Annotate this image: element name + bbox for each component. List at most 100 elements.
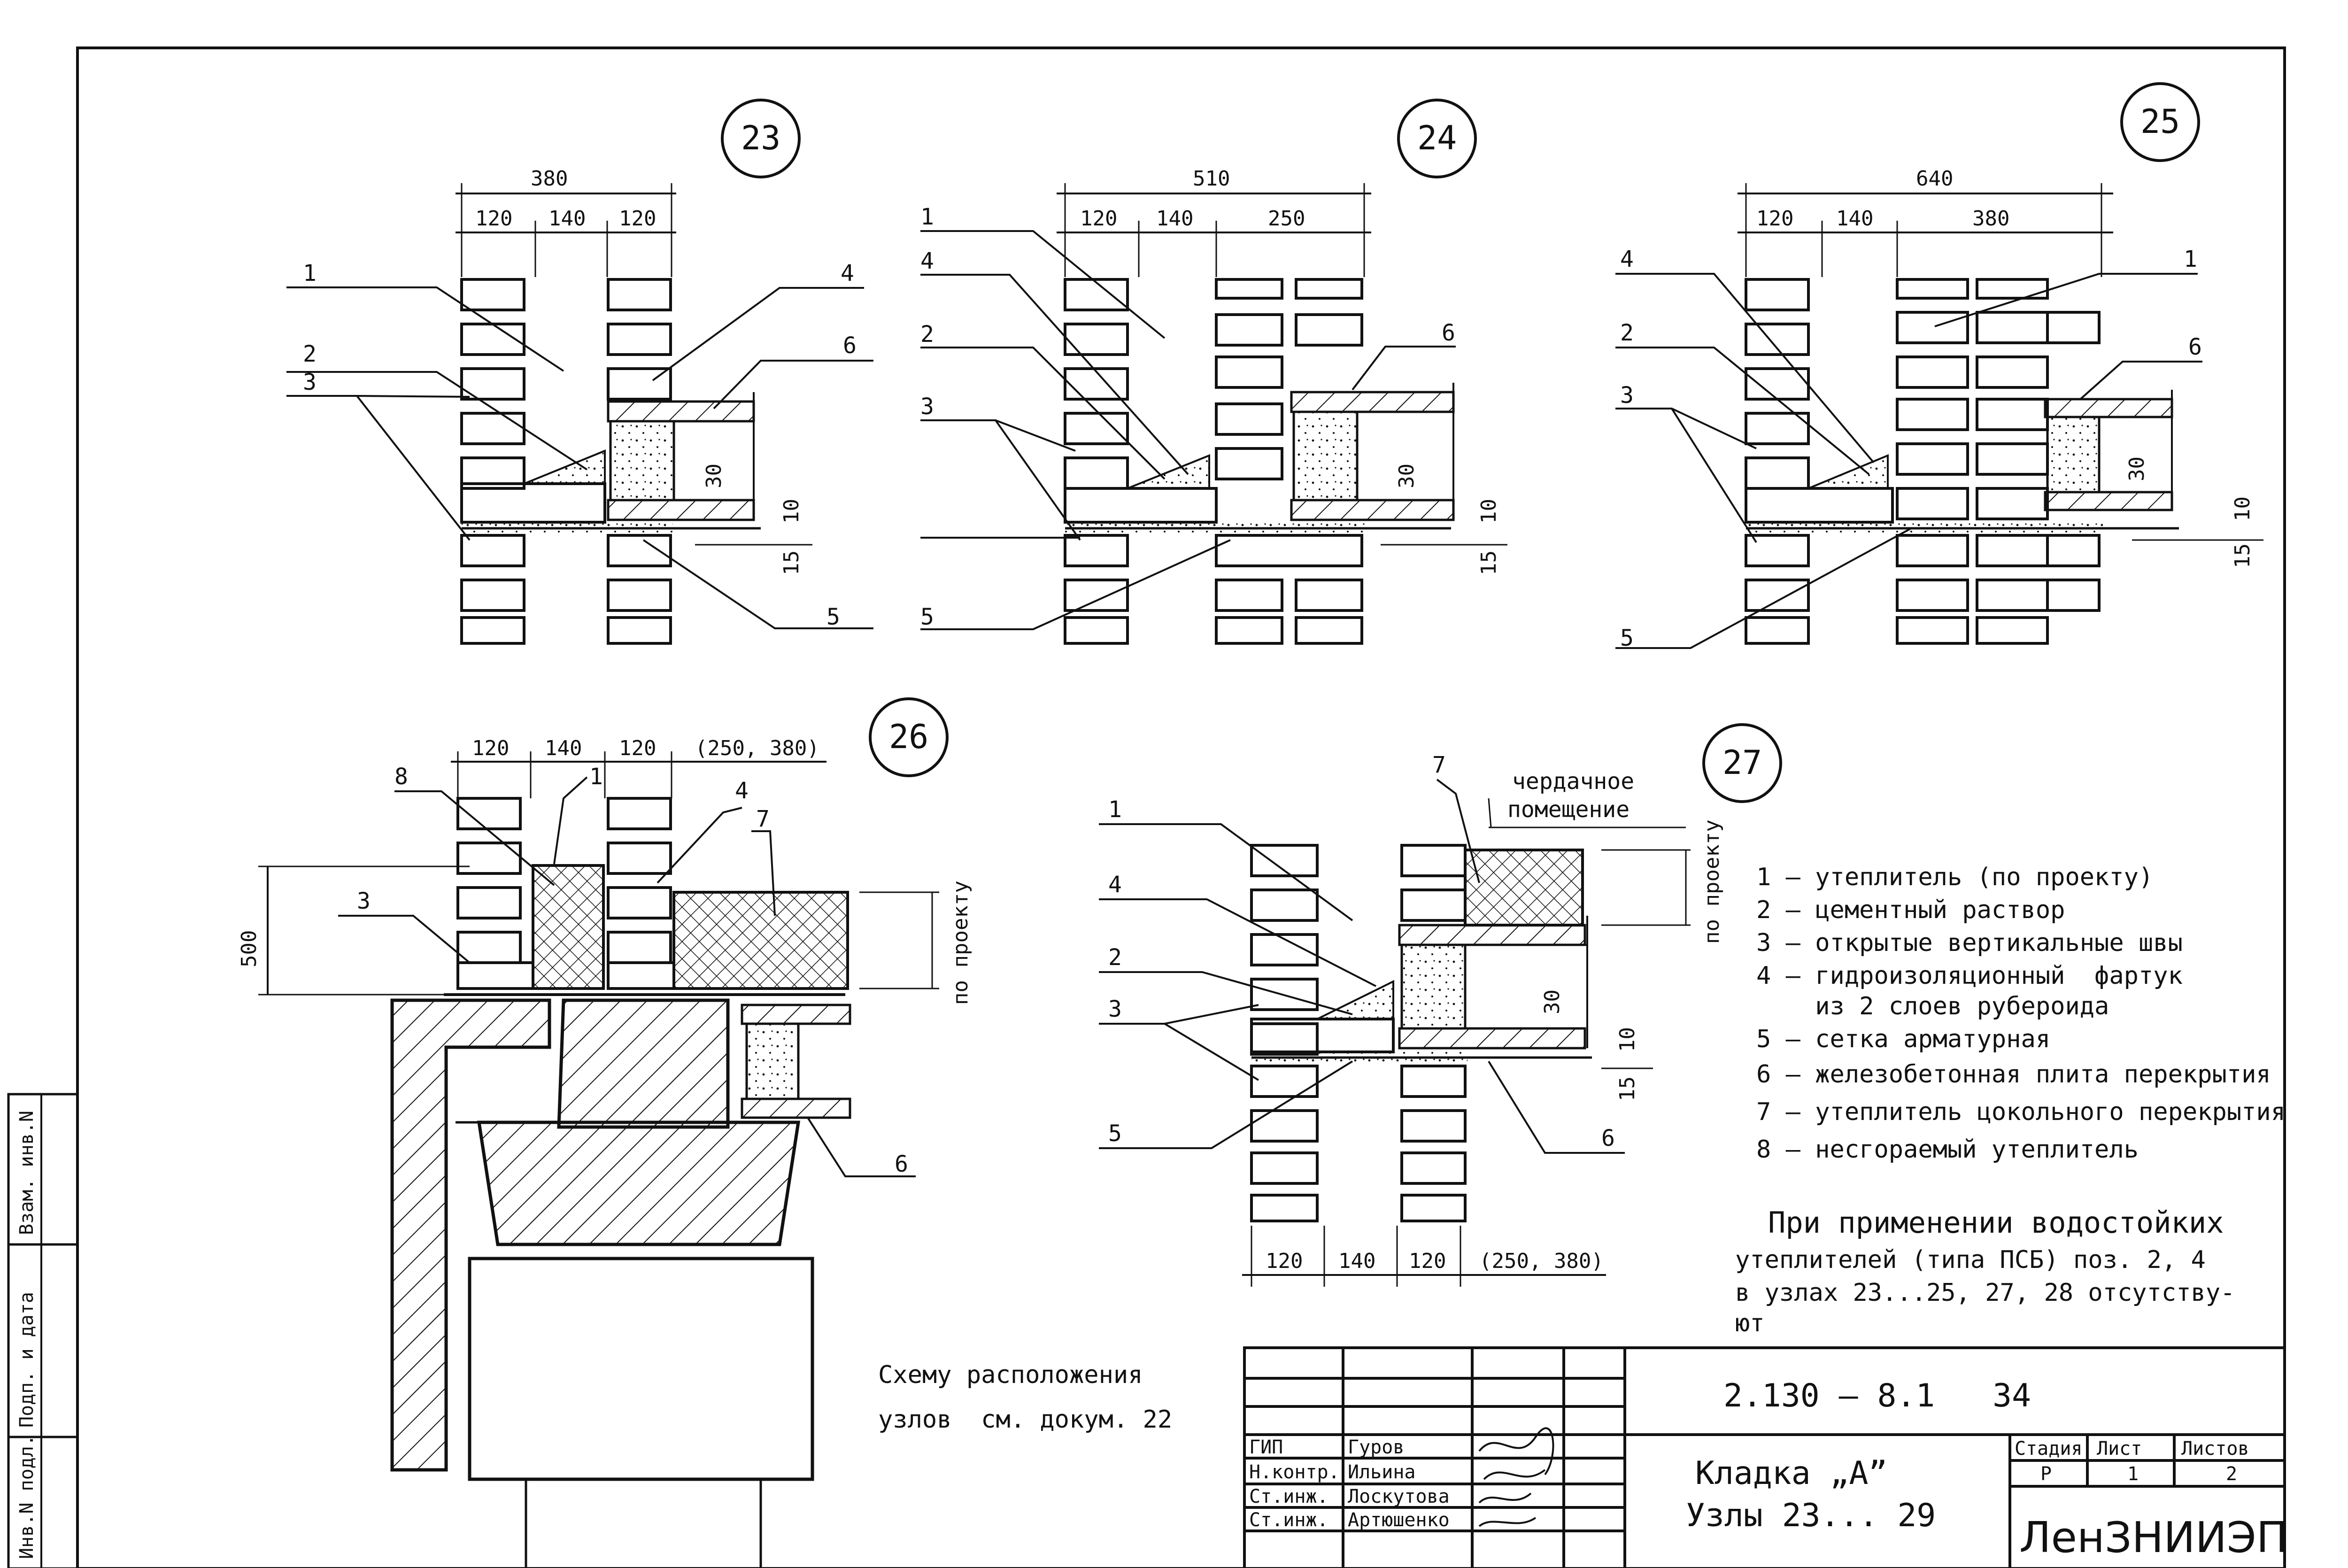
legend-item-6: 6 – железобетонная плита перекрытия bbox=[1756, 1060, 2271, 1089]
legend-item-5: 5 – сетка арматурная bbox=[1756, 1025, 2050, 1053]
node-24-dim-c: 250 bbox=[1268, 207, 1305, 231]
note: При применении водостойких утеплителей (… bbox=[1735, 1205, 2235, 1337]
title-line-2: Узлы 23... 29 bbox=[1686, 1497, 1936, 1534]
name-gurov: Гуров bbox=[1348, 1437, 1404, 1458]
node-27-label-5: 5 bbox=[1108, 1120, 1122, 1147]
node-24-label-3: 3 bbox=[920, 394, 934, 420]
node-23-dim-a: 120 bbox=[475, 207, 512, 231]
node-23-label-3: 3 bbox=[303, 369, 317, 395]
role-st-inzh-2: Ст.инж. bbox=[1249, 1509, 1328, 1531]
legend-item-2: 2 – цементный раствор bbox=[1756, 896, 2065, 924]
node-27-number: 27 bbox=[1722, 743, 1762, 782]
node-27-dim-c: 120 bbox=[1409, 1249, 1446, 1273]
node-27-label-2: 2 bbox=[1108, 944, 1122, 971]
node-25-dim-a: 120 bbox=[1756, 207, 1793, 231]
node-23-label-5: 5 bbox=[826, 604, 840, 630]
node-24-h15: 15 bbox=[1477, 550, 1501, 575]
node-23-h10: 10 bbox=[780, 499, 803, 524]
node-23: 23 380 120 140 120 bbox=[286, 99, 873, 645]
legend-item-7: 7 – утеплитель цокольного перекрытия bbox=[1756, 1098, 2286, 1126]
node-27-attic-2: помещение bbox=[1507, 796, 1630, 823]
node-23-label-1: 1 bbox=[303, 260, 317, 286]
stage-value: Р bbox=[2040, 1463, 2052, 1485]
node-26-label-1: 1 bbox=[589, 764, 603, 790]
node-26-label-3: 3 bbox=[357, 888, 371, 914]
role-st-inzh-1: Ст.инж. bbox=[1249, 1486, 1328, 1507]
node-26-dim-a: 120 bbox=[472, 736, 509, 760]
node-25-label-3: 3 bbox=[1620, 382, 1634, 409]
node-23-dim-total: 380 bbox=[531, 167, 568, 191]
signatures bbox=[1478, 1427, 1554, 1527]
node-27-dim-a: 120 bbox=[1266, 1249, 1303, 1273]
node-23-dim-b: 140 bbox=[548, 207, 586, 231]
sheets-header: Листов bbox=[2181, 1438, 2249, 1460]
node-27-label-6: 6 bbox=[1601, 1125, 1615, 1151]
node-26-dim-b: 140 bbox=[545, 736, 582, 760]
sheets-value: 2 bbox=[2226, 1463, 2237, 1485]
node-23-label-6: 6 bbox=[843, 332, 857, 359]
node-26: 26 120 140 120 (250, 380) bbox=[237, 697, 973, 1568]
stamp-vzam-inv: Взам. инв.N bbox=[16, 1111, 38, 1235]
node-24: 24 510 120 140 250 bbox=[920, 99, 1507, 645]
scheme-note-line-1: Схему расположения bbox=[878, 1361, 1143, 1389]
node-25-dim-c: 380 bbox=[1972, 207, 2009, 231]
legend-item-4b: из 2 слоев рубероида bbox=[1756, 992, 2109, 1020]
node-27-h10: 10 bbox=[1615, 1027, 1639, 1052]
legend-item-8: 8 – несгораемый утеплитель bbox=[1756, 1135, 2139, 1164]
name-artyushenko: Артюшенко bbox=[1348, 1509, 1450, 1531]
sheet-frame bbox=[76, 46, 2286, 1568]
role-gip: ГИП bbox=[1249, 1437, 1283, 1458]
node-25-h15: 15 bbox=[2231, 543, 2255, 568]
node-24-label-4: 4 bbox=[920, 248, 934, 274]
node-25-label-2: 2 bbox=[1620, 320, 1634, 346]
node-26-number: 26 bbox=[889, 718, 928, 756]
node-24-h10: 10 bbox=[1477, 499, 1501, 524]
sheet-value: 1 bbox=[2127, 1463, 2139, 1485]
note-line-1: При применении водостойких bbox=[1768, 1205, 2224, 1240]
node-27-label-3: 3 bbox=[1108, 996, 1122, 1022]
node-25-label-1: 1 bbox=[2184, 246, 2197, 272]
stage-header: Стадия bbox=[2015, 1438, 2083, 1460]
node-26-label-4: 4 bbox=[735, 778, 749, 804]
title-line-1: Кладка „А” bbox=[1695, 1455, 1887, 1492]
node-25-h10: 10 bbox=[2231, 496, 2255, 521]
node-24-dim-b: 140 bbox=[1156, 207, 1193, 231]
node-25-h30: 30 bbox=[2125, 456, 2149, 481]
node-27-dim-d: (250, 380) bbox=[1479, 1249, 1604, 1273]
node-24-label-6: 6 bbox=[1442, 320, 1455, 346]
legend-item-4: 4 – гидроизоляционный фартук bbox=[1756, 962, 2183, 990]
node-27-attic-1: чердачное bbox=[1512, 768, 1634, 795]
doc-code: 2.130 – 8.1 34 bbox=[1723, 1377, 2031, 1414]
node-26-label-7: 7 bbox=[756, 806, 770, 832]
node-24-number: 24 bbox=[1417, 119, 1457, 157]
legend-item-1: 1 – утеплитель (по проекту) bbox=[1756, 863, 2153, 891]
stamp-podp-data: Подп. и дата bbox=[16, 1292, 38, 1428]
node-26-label-6: 6 bbox=[895, 1151, 908, 1177]
node-27-proekt: по проекту bbox=[1700, 819, 1724, 944]
legend: 1 – утеплитель (по проекту) 2 – цементны… bbox=[1756, 863, 2286, 1164]
node-24-h30: 30 bbox=[1395, 463, 1419, 488]
node-25-label-5: 5 bbox=[1620, 625, 1634, 651]
stamp-inv-podl: Инв.N подл. bbox=[16, 1435, 38, 1559]
node-24-label-5: 5 bbox=[920, 604, 934, 630]
node-26-label-8: 8 bbox=[394, 764, 408, 790]
sheet-header: Лист bbox=[2097, 1438, 2142, 1460]
name-ilyina: Ильина bbox=[1348, 1461, 1416, 1483]
name-loskutova: Лоскутова bbox=[1348, 1486, 1450, 1507]
node-26-h500: 500 bbox=[237, 930, 261, 967]
node-23-number: 23 bbox=[741, 119, 780, 157]
node-23-h30: 30 bbox=[702, 463, 726, 488]
note-line-4: ют bbox=[1735, 1309, 1765, 1337]
node-24-label-1: 1 bbox=[920, 204, 934, 230]
node-27-label-1: 1 bbox=[1108, 796, 1122, 823]
node-27-dim-b: 140 bbox=[1338, 1249, 1375, 1273]
node-25-dim-b: 140 bbox=[1836, 207, 1873, 231]
scheme-note-line-2: узлов см. докум. 22 bbox=[878, 1406, 1172, 1434]
node-23-h15: 15 bbox=[780, 550, 803, 575]
node-25-number: 25 bbox=[2140, 102, 2180, 141]
node-27-h15: 15 bbox=[1615, 1076, 1639, 1101]
node-23-label-4: 4 bbox=[841, 260, 854, 286]
node-27-label-7: 7 bbox=[1432, 752, 1446, 778]
node-26-dim-d: (250, 380) bbox=[695, 736, 819, 760]
node-24-dim-total: 510 bbox=[1193, 167, 1230, 191]
